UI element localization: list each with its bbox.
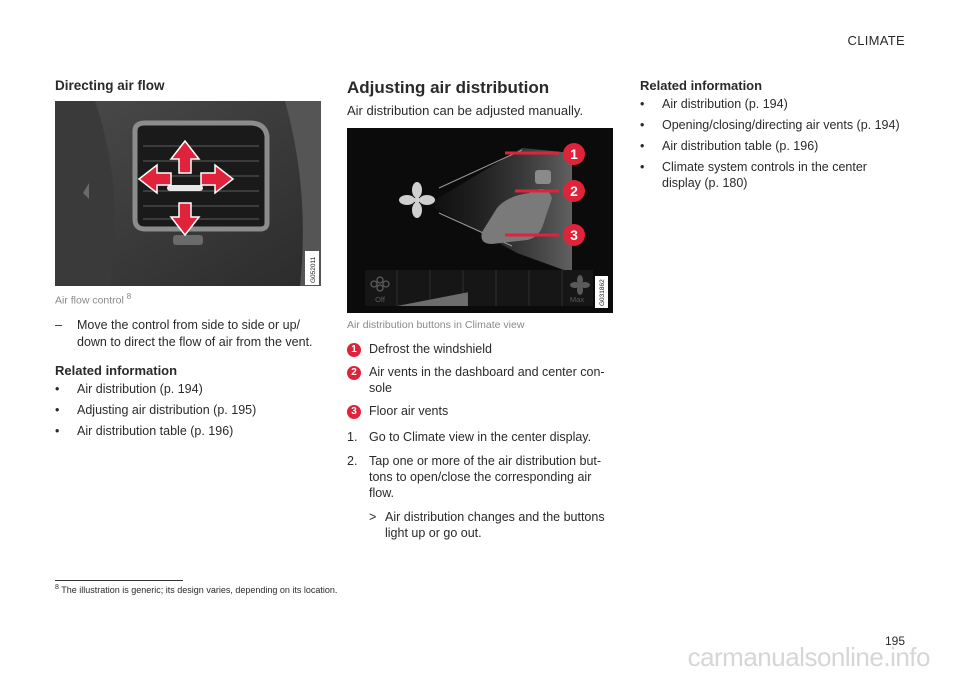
fan-icon bbox=[399, 182, 435, 218]
instruction-text: Move the control from side to side or up… bbox=[77, 317, 313, 349]
heading-adjusting-air-distribution: Adjusting air distribution bbox=[347, 78, 550, 97]
figure-code-2: G031862 bbox=[599, 279, 606, 306]
bullet: • bbox=[55, 402, 60, 417]
column-adjusting-air-distribution: Adjusting air distribution Air distribut… bbox=[347, 78, 615, 541]
step-text: Tap one or more of the air distribution … bbox=[369, 454, 602, 500]
callout-label: 3 bbox=[570, 227, 578, 243]
related-links-1: • Air distribution (p. 194) • Adjusting ai… bbox=[55, 382, 323, 440]
callout-label: 1 bbox=[570, 146, 578, 162]
related-link[interactable]: • Air distribution table (p. 196) bbox=[55, 424, 323, 440]
fan-max-label: Max bbox=[570, 295, 584, 304]
callout-2 bbox=[563, 180, 585, 202]
step-text: Go to Climate view in the center display… bbox=[369, 430, 592, 444]
footnote-divider bbox=[55, 580, 183, 581]
related-link[interactable]: • Air distribution (p. 194) bbox=[640, 97, 908, 113]
figure-caption-2: Air distribution buttons in Climate view bbox=[347, 319, 525, 331]
bullet: • bbox=[55, 381, 60, 396]
lead-paragraph: Air distribution can be adjusted manuall… bbox=[347, 103, 584, 118]
related-link-text[interactable]: Air distribution table (p. 196) bbox=[77, 423, 234, 438]
related-link-text[interactable]: Air distribution (p. 194) bbox=[662, 97, 788, 111]
related-link[interactable]: • Air distribution table (p. 196) bbox=[640, 139, 908, 155]
page-number: 195 bbox=[884, 634, 905, 648]
legend-text: Floor air vents bbox=[369, 404, 449, 418]
related-link-text[interactable]: Climate system controls in the center di… bbox=[662, 160, 867, 190]
related-link[interactable]: • Opening/closing/directing air vents (p.… bbox=[640, 118, 908, 134]
bullet: • bbox=[55, 423, 60, 438]
result-text: Air distribution changes and the buttons… bbox=[385, 510, 605, 540]
callout-3 bbox=[563, 224, 585, 246]
related-link[interactable]: • Adjusting air distribution (p. 195) bbox=[55, 403, 323, 419]
figure-caption-1: Air flow control 8 bbox=[55, 292, 323, 307]
footnote: 8 The illustration is generic; its desig… bbox=[55, 584, 337, 595]
fan-off-icon bbox=[370, 276, 390, 292]
air-vent-illustration: G052011 bbox=[55, 101, 321, 286]
air-vent-svg: G052011 bbox=[55, 101, 321, 286]
legend-item: 2 Air vents in the dashboard and center c… bbox=[347, 364, 615, 396]
related-information-heading-2: Related information bbox=[640, 78, 763, 93]
heading-directing-air-flow: Directing air flow bbox=[55, 78, 165, 93]
related-link-text[interactable]: Adjusting air distribution (p. 195) bbox=[77, 402, 257, 417]
related-information-heading-1: Related information bbox=[55, 362, 178, 378]
bullet: • bbox=[640, 160, 645, 174]
related-link-text[interactable]: Air distribution table (p. 196) bbox=[662, 139, 819, 153]
column-related-information: Related information • Air distribution (p… bbox=[640, 78, 908, 197]
legend-text: Defrost the windshield bbox=[369, 342, 492, 356]
figure-code-1: G052011 bbox=[310, 256, 317, 283]
bullet: • bbox=[640, 118, 645, 132]
step-item: 2. Tap one or more of the air distributio… bbox=[347, 453, 615, 501]
fan-max-icon bbox=[570, 275, 590, 295]
bullet: • bbox=[640, 97, 645, 111]
footnote-ref: 8 bbox=[126, 292, 132, 301]
climate-view-svg: 1 2 3 Off Max G031862 bbox=[347, 128, 613, 313]
legend-item: 1 Defrost the windshield bbox=[347, 341, 615, 357]
step-item: 1. Go to Climate view in the center displ… bbox=[347, 429, 615, 445]
callout-badge: 1 bbox=[347, 343, 361, 357]
callout-badge: 2 bbox=[347, 366, 361, 380]
footnote-text: The illustration is generic; its design … bbox=[61, 585, 338, 595]
callout-1 bbox=[563, 143, 585, 165]
related-link[interactable]: • Climate system controls in the center d… bbox=[640, 160, 908, 191]
fan-off-label: Off bbox=[375, 295, 386, 304]
climate-view-illustration: 1 2 3 Off Max G031862 bbox=[347, 128, 613, 313]
related-link-text[interactable]: Opening/closing/directing air vents (p. … bbox=[662, 118, 900, 132]
dash-mark: – bbox=[55, 317, 62, 332]
legend-text: Air vents in the dashboard and center co… bbox=[369, 365, 605, 395]
callout-badge: 3 bbox=[347, 405, 361, 419]
instruction-item: – Move the control from side to side or … bbox=[55, 317, 323, 351]
related-links-2: • Air distribution (p. 194) • Opening/clos… bbox=[640, 97, 908, 191]
related-link[interactable]: • Air distribution (p. 194) bbox=[55, 382, 323, 398]
bullet: • bbox=[640, 139, 645, 153]
result-mark: > bbox=[369, 510, 377, 524]
related-link-text[interactable]: Air distribution (p. 194) bbox=[77, 381, 203, 396]
step-number: 1. bbox=[347, 430, 358, 444]
fan-speed-level bbox=[397, 292, 468, 306]
caption-text-1: Air flow control bbox=[55, 294, 124, 307]
column-directing-air-flow: Directing air flow bbox=[55, 78, 323, 445]
watermark: carmanualsonline.info bbox=[687, 642, 931, 672]
legend-item: 3 Floor air vents bbox=[347, 403, 615, 419]
callout-label: 2 bbox=[570, 183, 578, 199]
step-result: > Air distribution changes and the button… bbox=[369, 509, 615, 541]
section-header: CLIMATE bbox=[847, 33, 905, 48]
footnote-number: 8 bbox=[55, 584, 59, 591]
step-number: 2. bbox=[347, 454, 358, 468]
